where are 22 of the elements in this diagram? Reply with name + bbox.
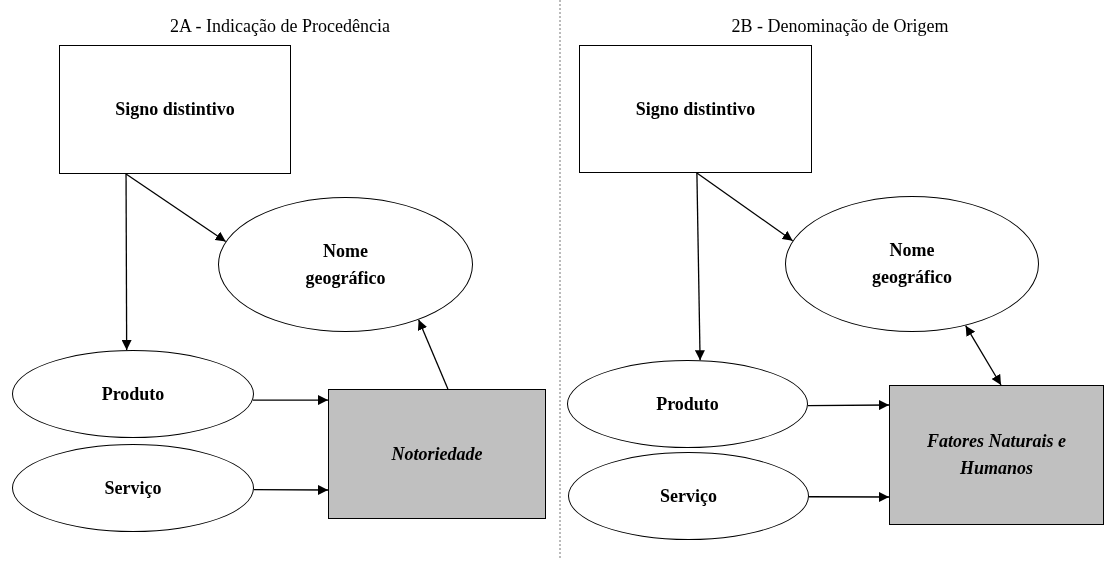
shaded-box: Notoriedade xyxy=(328,389,546,519)
ellipse-node: Nome geográfico xyxy=(218,197,473,332)
panel-title: 2A - Indicação de Procedência xyxy=(170,16,390,36)
arrow xyxy=(696,172,794,242)
panel-title: 2B - Denominação de Origem xyxy=(731,16,949,36)
arrow xyxy=(417,319,449,390)
arrow xyxy=(125,173,227,243)
ellipse-node: Produto xyxy=(12,350,254,438)
arrow xyxy=(253,484,329,495)
arrow xyxy=(808,491,890,502)
shaded-box: Fatores Naturais e Humanos xyxy=(889,385,1104,525)
process-box: Signo distintivo xyxy=(579,45,812,173)
arrow xyxy=(965,325,1002,386)
arrow xyxy=(252,395,329,406)
arrow xyxy=(121,173,132,351)
ellipse-node: Produto xyxy=(567,360,808,448)
ellipse-node: Serviço xyxy=(12,444,254,532)
ellipse-node: Nome geográfico xyxy=(785,196,1039,332)
ellipse-node: Serviço xyxy=(568,452,809,540)
arrow xyxy=(694,172,705,361)
arrow xyxy=(807,400,890,411)
process-box: Signo distintivo xyxy=(59,45,291,174)
